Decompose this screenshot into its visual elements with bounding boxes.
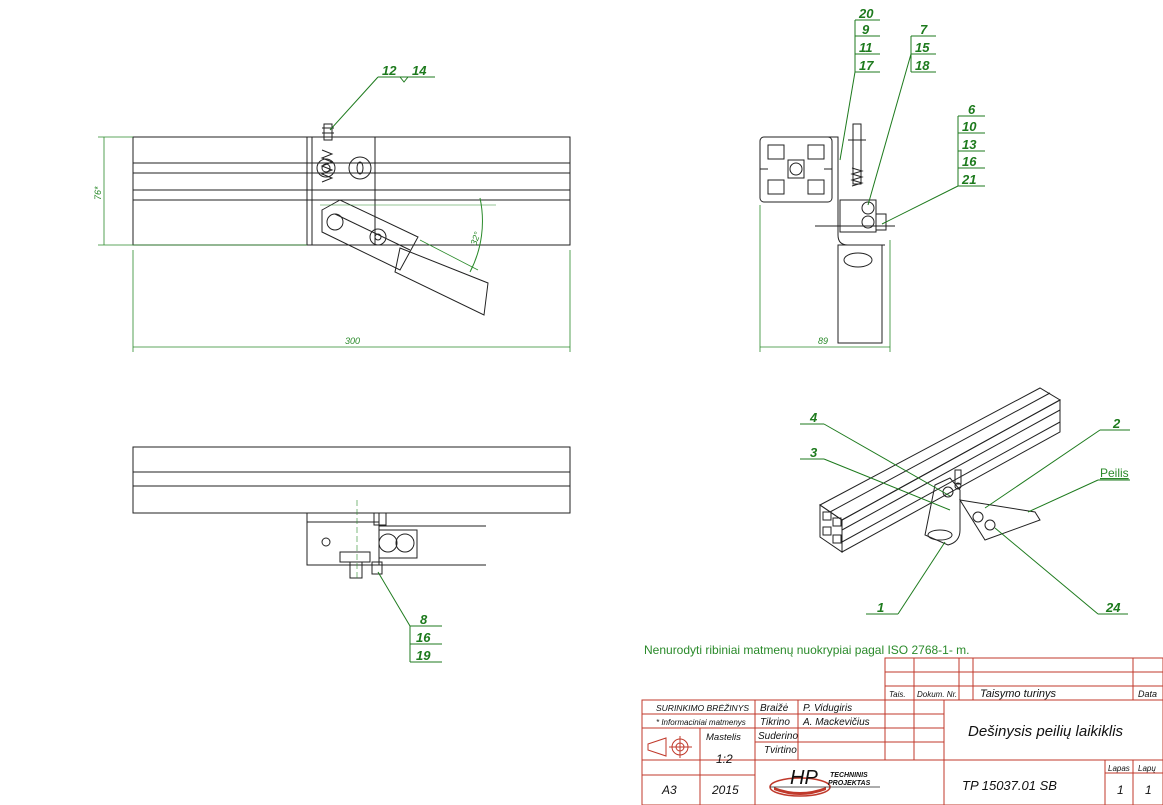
balloon-stack-8 [377, 571, 442, 663]
mastelis-label: Mastelis [706, 732, 741, 743]
front-dimensions [98, 136, 571, 352]
side-view [759, 123, 895, 344]
rev-turinys: Taisymo turinys [980, 688, 1057, 700]
balloon-24: 24 [1105, 600, 1121, 615]
balloon-11: 11 [859, 40, 873, 55]
year: 2015 [711, 783, 739, 797]
side-profile-section [759, 136, 833, 203]
title-block [641, 657, 1163, 805]
info-dims: * Informaciniai matmenys [656, 718, 746, 727]
lapas-value: 1 [1117, 783, 1124, 797]
balloon-2: 2 [1112, 416, 1121, 431]
bottom-profile-rail [132, 446, 571, 514]
doc-number: TP 15037.01 SB [962, 778, 1057, 793]
svg-text:HP: HP [790, 767, 818, 789]
company-logo: HP [769, 767, 880, 797]
balloon-stack-20 [839, 19, 880, 161]
bottom-view [132, 446, 571, 579]
company-line1: TECHNINIS [830, 772, 868, 779]
rev-dokum: Dokum. Nr. [917, 690, 957, 699]
balloon-1: 1 [877, 600, 884, 615]
company-line2: PROJEKTAS [828, 780, 871, 787]
front-view [132, 123, 571, 316]
role-tvirtino: Tvirtino [764, 745, 797, 756]
dim-angle-32: 32° [468, 230, 482, 247]
rev-tais: Tais. [889, 690, 906, 699]
tolerance-note: Nenurodyti ribiniai matmenų nuokrypiai p… [644, 643, 970, 657]
balloon-6: 6 [968, 102, 976, 117]
balloon-21: 21 [961, 172, 976, 187]
balloon-stack-7 [867, 35, 936, 206]
label-peilis: Peilis [1100, 466, 1129, 480]
dim-height-76: 76* [93, 186, 103, 200]
role-tikrino: Tikrino [760, 717, 790, 728]
projection-symbol [647, 736, 692, 758]
balloon-3: 3 [810, 445, 818, 460]
rev-data: Data [1138, 689, 1157, 699]
balloon-13: 13 [962, 137, 977, 152]
dim-width-89: 89 [818, 336, 828, 346]
balloon-12: 12 [382, 63, 397, 78]
balloon-17: 17 [859, 58, 874, 73]
lapu-label: Lapų [1138, 764, 1156, 773]
balloon-7: 7 [920, 22, 928, 37]
lapas-label: Lapas [1108, 764, 1130, 773]
balloon-4: 4 [809, 410, 818, 425]
balloon-16a: 16 [962, 154, 977, 169]
balloon-20: 20 [858, 6, 874, 21]
dim-width-300: 300 [345, 336, 360, 346]
doc-type: SURINKIMO BRĖŽINYS [656, 703, 749, 713]
isometric-view [819, 387, 1062, 553]
balloon-stack-6 [881, 115, 985, 225]
scale-value: 1:2 [716, 752, 733, 766]
side-dimensions [759, 205, 891, 352]
balloon-19: 19 [416, 648, 431, 663]
role-braize: Braižė [760, 703, 789, 714]
balloon-18: 18 [915, 58, 930, 73]
front-profile-rail [132, 136, 571, 246]
balloon-16b: 16 [416, 630, 431, 645]
balloon-8: 8 [420, 612, 428, 627]
balloon-9: 9 [862, 22, 870, 37]
drawing-title: Dešinysis peilių laikiklis [968, 723, 1124, 740]
iso-leaders [800, 423, 1130, 615]
lapu-value: 1 [1145, 783, 1152, 797]
balloon-14: 14 [412, 63, 427, 78]
name-tikrino: A. Mackevičius [802, 717, 870, 728]
role-suderino: Suderino [758, 731, 798, 742]
side-knife-blade [837, 244, 883, 344]
balloon-15: 15 [915, 40, 930, 55]
format-a3: A3 [661, 783, 677, 797]
name-braize: P. Vidugiris [803, 703, 852, 714]
balloon-12-14 [329, 76, 435, 131]
balloon-10: 10 [962, 119, 977, 134]
